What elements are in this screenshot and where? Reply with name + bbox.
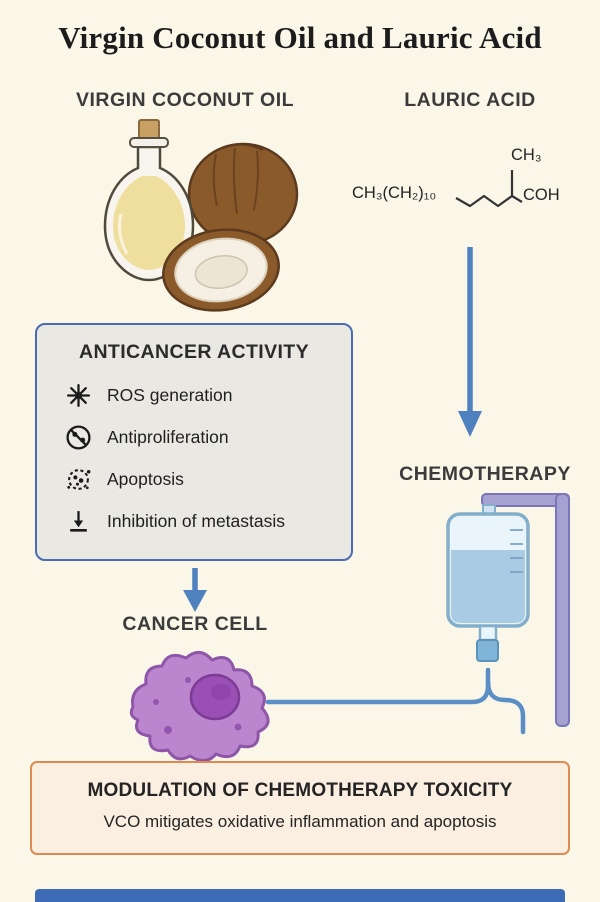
- iv-pole: [481, 493, 570, 727]
- list-item-label: Antiproliferation: [107, 426, 229, 447]
- formula-acid: COH: [523, 186, 560, 204]
- apoptosis-cell-icon: [67, 468, 91, 490]
- list-item-metastasis: Inhibition of metastasis: [65, 500, 351, 542]
- anticancer-activity-box: ANTICANCER ACTIVITY ROS generation A: [35, 323, 353, 561]
- arrow-to-cancer-cell: [183, 568, 207, 612]
- cancer-cell-label: CANCER CELL: [122, 613, 268, 635]
- blocked-arrow-icon: [70, 510, 87, 532]
- no-proliferation-icon: [66, 424, 91, 450]
- chemotherapy-label: CHEMOTHERAPY: [399, 463, 571, 485]
- drip-chamber: [476, 639, 499, 662]
- anticancer-box-title: ANTICANCER ACTIVITY: [78, 341, 310, 363]
- formula-chain: CH₃(CH₂)₁₀: [352, 184, 437, 202]
- footer-bar: [35, 889, 565, 902]
- list-item-label: Inhibition of metastasis: [107, 510, 286, 531]
- iv-drip-illustration: [446, 493, 570, 727]
- iv-tube: [265, 667, 526, 735]
- whole-coconut: [187, 142, 299, 246]
- list-item-ros: ROS generation: [65, 374, 351, 416]
- oil-bottle: [103, 119, 195, 282]
- list-item-label: ROS generation: [107, 384, 233, 405]
- oil-fill: [113, 176, 185, 270]
- page-title: Virgin Coconut Oil and Lauric Acid: [58, 20, 542, 55]
- arrow-to-chemotherapy: [458, 247, 482, 437]
- list-item-label: Apoptosis: [107, 468, 184, 489]
- modulation-box: MODULATION OF CHEMOTHERAPY TOXICITY VCO …: [30, 761, 570, 855]
- modulation-subtitle: VCO mitigates oxidative inflammation and…: [103, 812, 497, 831]
- lauric-acid-heading: LAURIC ACID: [404, 89, 536, 111]
- half-coconut: [162, 228, 280, 312]
- vco-section-heading: VIRGIN COCONUT OIL: [75, 89, 295, 111]
- iv-liquid: [451, 550, 525, 623]
- list-item-antiproliferation: Antiproliferation: [65, 416, 351, 458]
- formula-bonds: [455, 170, 523, 208]
- coconut-oil-illustration: [103, 119, 299, 312]
- iv-bag: [446, 504, 530, 662]
- list-item-apoptosis: Apoptosis: [65, 458, 351, 500]
- formula-methyl: CH₃: [511, 146, 542, 164]
- cancer-cell-illustration: [129, 651, 270, 762]
- modulation-title: MODULATION OF CHEMOTHERAPY TOXICITY: [87, 780, 513, 801]
- ros-burst-icon: [66, 383, 91, 407]
